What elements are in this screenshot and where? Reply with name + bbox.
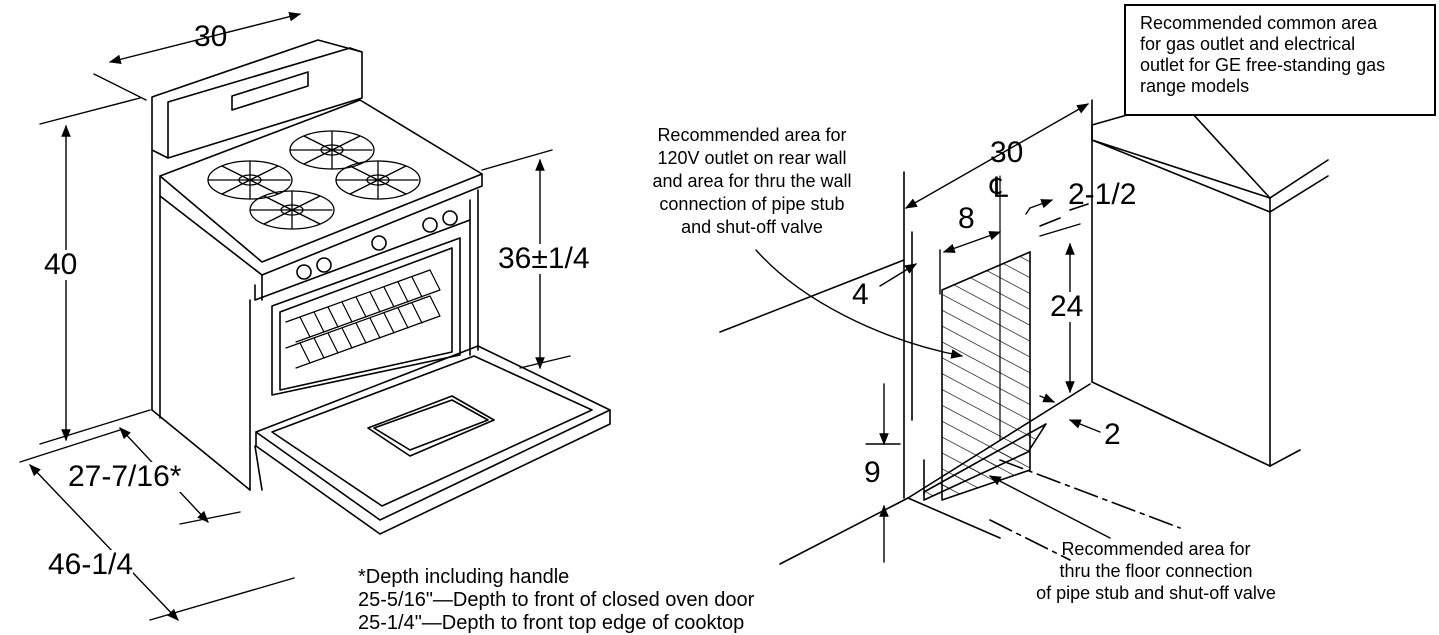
burner-grate bbox=[207, 130, 421, 230]
knob-icon bbox=[371, 235, 387, 251]
floor-area-line: thru the floor connection bbox=[1059, 561, 1253, 581]
common-area-line: range models bbox=[1140, 76, 1250, 96]
common-area-line: Recommended common area bbox=[1140, 13, 1378, 33]
floor-gap-label: 2 bbox=[1104, 418, 1121, 451]
oven-rack bbox=[286, 270, 440, 342]
wall-area-note: Recommended area for 120V outlet on rear… bbox=[616, 124, 888, 239]
knob-icon bbox=[442, 210, 458, 226]
common-area-line: outlet for GE free-standing gas bbox=[1140, 55, 1386, 75]
area-height-label: 24 bbox=[1050, 290, 1084, 323]
knob-icon bbox=[316, 257, 332, 273]
depth-footnote-line: 25-1/4"—Depth to front top edge of cookt… bbox=[358, 612, 745, 634]
cooktop-height-label: 36±1/4 bbox=[496, 242, 592, 275]
floor-area-line: Recommended area for bbox=[1061, 539, 1251, 559]
depth-with-handle-label: 27-7/16* bbox=[68, 460, 182, 493]
centerline-offset-label: 2-1/2 bbox=[1068, 178, 1137, 211]
depth-door-open-label: 46-1/4 bbox=[48, 548, 134, 581]
knob-icon bbox=[422, 217, 438, 233]
range-dimension-lines bbox=[20, 11, 570, 621]
oven-rack bbox=[286, 296, 440, 368]
area-width-label: 8 bbox=[958, 202, 975, 235]
depth-footnote-line: *Depth including handle bbox=[358, 566, 570, 588]
backguard bbox=[152, 40, 362, 158]
wall-area-line: Recommended area for bbox=[657, 125, 847, 145]
oven-cavity bbox=[272, 238, 460, 395]
floor-area-note: Recommended area for thru the floor conn… bbox=[1006, 538, 1306, 604]
range-height-label: 40 bbox=[44, 248, 78, 281]
floor-area-line: of pipe stub and shut-off valve bbox=[1036, 583, 1276, 603]
range-width-label: 30 bbox=[194, 20, 228, 53]
common-area-note: Recommended common area for gas outlet a… bbox=[1124, 4, 1436, 116]
floor-height-label: 9 bbox=[864, 456, 881, 489]
knob-icon bbox=[296, 264, 312, 280]
wall-area-line: connection of pipe stub bbox=[659, 194, 845, 214]
depth-footnote-line: 25-5/16"—Depth to front of closed oven d… bbox=[358, 589, 755, 611]
common-area-line: for gas outlet and electrical bbox=[1140, 34, 1356, 54]
area-dimension-lines bbox=[756, 104, 1110, 562]
depth-footnote: *Depth including handle 25-5/16"—Depth t… bbox=[358, 566, 754, 635]
wall-area-line: and area for thru the wall bbox=[652, 171, 852, 191]
side-gap-label: 4 bbox=[852, 278, 869, 311]
centerline-symbol: ℄ bbox=[990, 172, 1008, 203]
range-illustration bbox=[152, 40, 610, 534]
control-display bbox=[232, 72, 308, 110]
door-window bbox=[368, 396, 494, 456]
wall-area-line: and shut-off valve bbox=[681, 217, 823, 237]
wall-area-line: 120V outlet on rear wall bbox=[657, 148, 847, 168]
floor-outlet-area bbox=[924, 424, 1046, 500]
wall-width-label: 30 bbox=[990, 136, 1024, 169]
